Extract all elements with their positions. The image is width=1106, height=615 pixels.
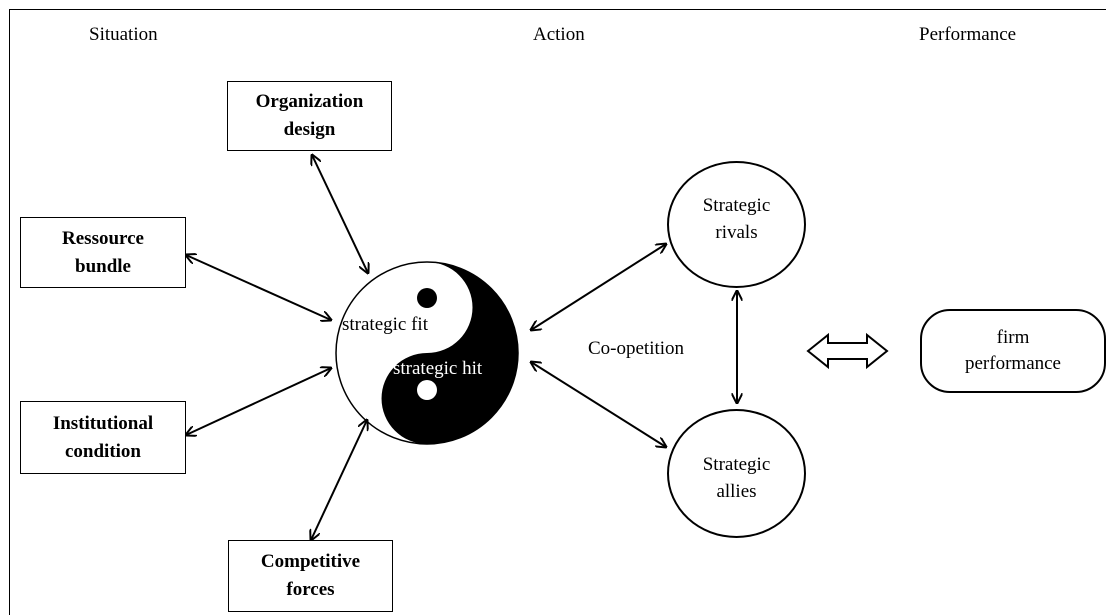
circle-strategic-allies: Strategic allies bbox=[667, 409, 806, 538]
header-performance: Performance bbox=[919, 24, 1017, 45]
pill-firm-performance-line1: firm bbox=[996, 327, 1030, 348]
arrow-institutional-condition bbox=[186, 368, 331, 435]
arrow-strategic-rivals bbox=[531, 244, 666, 330]
box-institutional-condition-line1: Institutional bbox=[52, 412, 154, 434]
box-competitive-forces: Competitive forces bbox=[228, 540, 393, 612]
box-organization-design-line2: design bbox=[283, 119, 336, 140]
coopetition-label: Co-opetition bbox=[588, 338, 685, 359]
box-ressource-bundle: Ressource bundle bbox=[20, 217, 186, 288]
header-action: Action bbox=[533, 24, 585, 45]
arrow-ressource-bundle bbox=[186, 255, 331, 320]
arrow-competitive-forces bbox=[311, 420, 367, 540]
arrow-strategic-allies bbox=[531, 362, 666, 447]
yin-yang-symbol: strategic fit strategic hit bbox=[335, 261, 519, 445]
circle-strategic-allies-line1: Strategic bbox=[702, 453, 771, 475]
box-organization-design-line1: Organization bbox=[255, 91, 364, 112]
box-ressource-bundle-line1: Ressource bbox=[62, 227, 144, 249]
strategic-hit-label: strategic hit bbox=[393, 358, 483, 379]
box-competitive-forces-line2: forces bbox=[286, 579, 335, 600]
box-institutional-condition-line2: condition bbox=[64, 440, 142, 462]
box-institutional-condition: Institutional condition bbox=[20, 401, 186, 474]
diagram-frame bbox=[9, 9, 1106, 615]
box-ressource-bundle-line2: bundle bbox=[75, 255, 131, 277]
arrow-organization-design bbox=[312, 155, 368, 273]
strategic-fit-label: strategic fit bbox=[342, 314, 429, 335]
hollow-double-arrow bbox=[806, 332, 889, 370]
circle-strategic-rivals-line1: Strategic bbox=[702, 194, 771, 216]
black-dot bbox=[417, 288, 437, 308]
box-organization-design: Organization design bbox=[227, 81, 392, 151]
header-situation: Situation bbox=[89, 24, 158, 45]
white-dot bbox=[417, 380, 437, 400]
circle-strategic-rivals: Strategic rivals bbox=[667, 161, 806, 288]
pill-firm-performance-line2: performance bbox=[965, 353, 1061, 374]
circle-strategic-rivals-line2: rivals bbox=[715, 221, 758, 243]
box-competitive-forces-line1: Competitive bbox=[260, 551, 361, 572]
circle-strategic-allies-line2: allies bbox=[716, 480, 757, 502]
pill-firm-performance: firm performance bbox=[920, 309, 1106, 393]
